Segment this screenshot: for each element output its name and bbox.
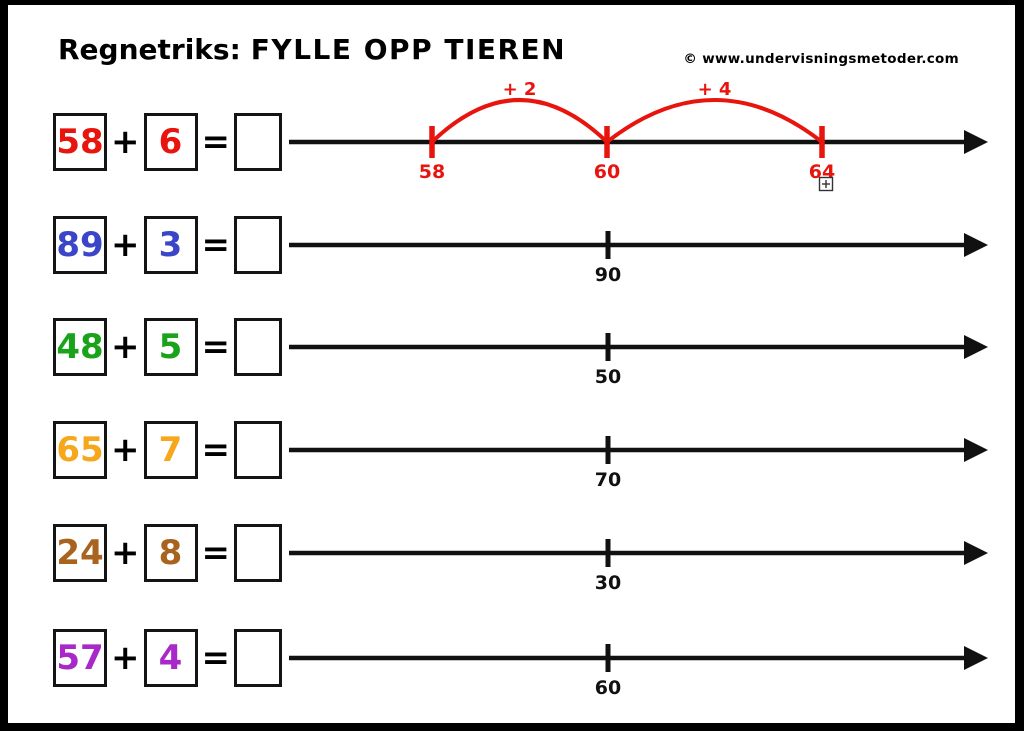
arrowhead-icon [964, 233, 988, 257]
jump-arc [430, 98, 609, 144]
plus-sign: + [111, 533, 140, 573]
plus-box-icon [818, 176, 834, 192]
tick-label: 60 [594, 161, 620, 183]
tick-label: 50 [595, 366, 621, 388]
addend2-box: 6 [143, 113, 198, 171]
equals-sign: = [201, 430, 231, 470]
addend1-box: 89 [53, 216, 107, 274]
number-line: 90 [289, 231, 988, 286]
plus-sign: + [111, 638, 140, 678]
plus-sign: + [111, 430, 140, 470]
addend1-box: 65 [53, 421, 107, 479]
number-line: 70 [289, 436, 988, 491]
addend2-box: 5 [143, 318, 198, 376]
equals-sign: = [201, 638, 231, 678]
tick-label: 30 [595, 572, 621, 594]
plus-sign: + [111, 225, 140, 265]
equation-row: 48+5= [53, 315, 282, 379]
title-prefix: Regnetriks: [58, 33, 241, 66]
number-line: 50 [289, 333, 988, 388]
addend2-box: 8 [143, 524, 198, 582]
equation-row: 89+3= [53, 213, 282, 277]
arrowhead-icon [964, 541, 988, 565]
equals-sign: = [201, 225, 231, 265]
result-box[interactable] [234, 216, 282, 274]
equation-row: 65+7= [53, 418, 282, 482]
title-main: FYLLE OPP TIEREN [250, 33, 567, 66]
arrowhead-icon [964, 438, 988, 462]
number-line: 60 [289, 644, 988, 699]
addend1-box: 58 [53, 113, 107, 171]
tick-label: 90 [595, 264, 621, 286]
result-box[interactable] [234, 629, 282, 687]
arrowhead-icon [964, 130, 988, 154]
tick-label: 60 [595, 677, 621, 699]
result-box[interactable] [234, 318, 282, 376]
addend1-box: 24 [53, 524, 107, 582]
equals-sign: = [201, 327, 231, 367]
equation-row: 24+8= [53, 521, 282, 585]
page-title: Regnetriks: FYLLE OPP TIEREN [58, 33, 566, 66]
plus-sign: + [111, 122, 140, 162]
arrowhead-icon [964, 646, 988, 670]
equals-sign: = [201, 533, 231, 573]
jump-arc-label: + 2 [503, 79, 537, 100]
addend1-box: 57 [53, 629, 107, 687]
copyright-text: © www.undervisningsmetoder.com [683, 51, 959, 67]
equals-sign: = [201, 122, 231, 162]
arrowhead-icon [964, 335, 988, 359]
plus-sign: + [111, 327, 140, 367]
tick-label: 58 [419, 161, 445, 183]
tick-label: 70 [595, 469, 621, 491]
jump-arc [605, 98, 824, 144]
result-box[interactable] [234, 113, 282, 171]
number-line: 30 [289, 539, 988, 594]
addend2-box: 7 [143, 421, 198, 479]
addend2-box: 3 [143, 216, 198, 274]
equation-row: 58+6= [53, 110, 282, 174]
addend2-box: 4 [143, 629, 198, 687]
jump-arc-label: + 4 [698, 79, 732, 100]
result-box[interactable] [234, 524, 282, 582]
equation-row: 57+4= [53, 626, 282, 690]
result-box[interactable] [234, 421, 282, 479]
addend1-box: 48 [53, 318, 107, 376]
